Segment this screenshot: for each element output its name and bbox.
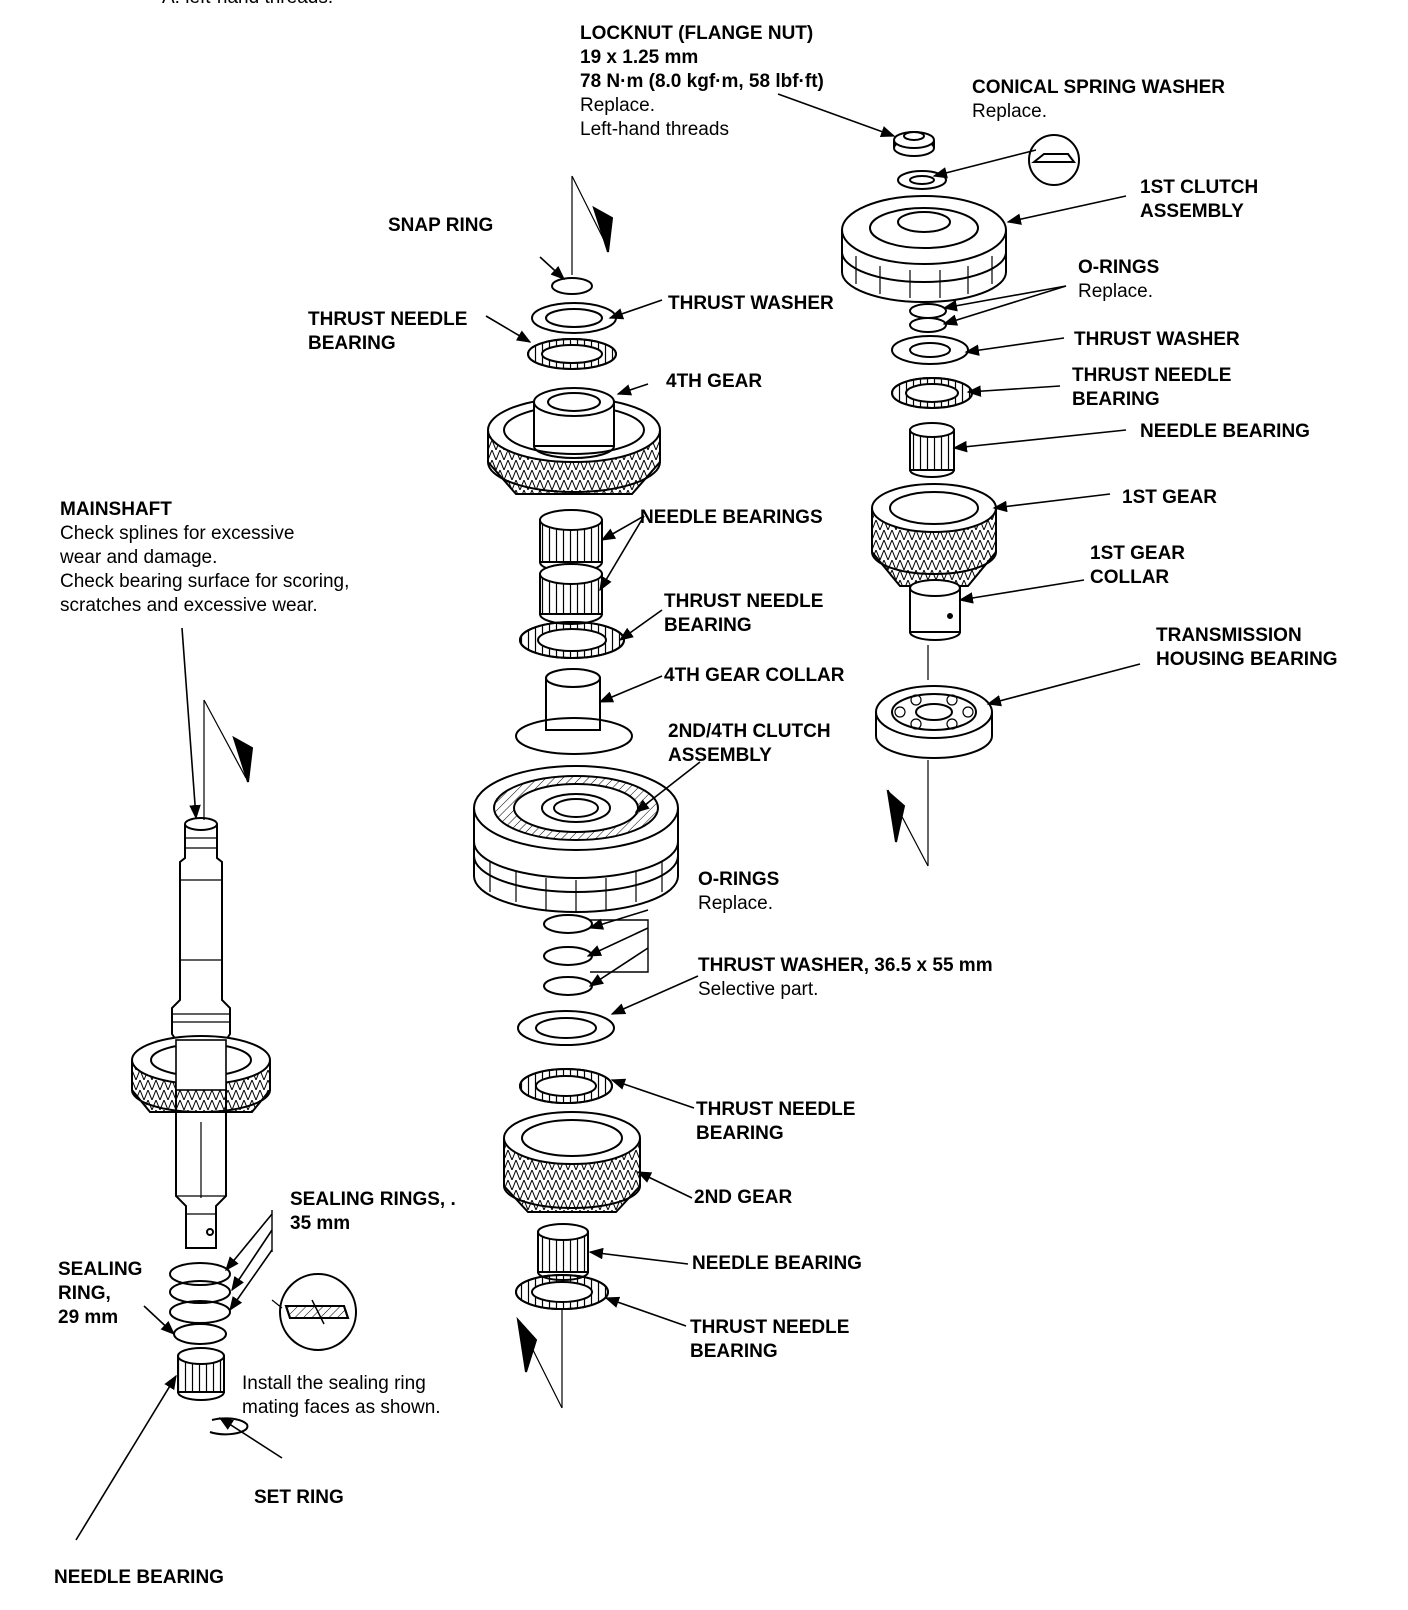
label-thrust-washer-c: THRUST WASHER, 36.5 x 55 mm Selective pa… bbox=[698, 955, 993, 1000]
label-set-ring: SET RING bbox=[254, 1487, 344, 1508]
label-mainshaft: MAINSHAFT Check splines for excessive we… bbox=[60, 499, 350, 616]
thrust-needle-bearing-c-part bbox=[519, 621, 625, 659]
label-fourth-gear: 4TH GEAR bbox=[666, 371, 763, 392]
label-thrust-needle-bearing-b: THRUST NEEDLE BEARING bbox=[1072, 365, 1232, 410]
thrust-needle-bearing-b-part bbox=[891, 377, 973, 409]
needle-bearing-c-part bbox=[177, 1347, 225, 1401]
needle-bearings-part bbox=[539, 509, 603, 625]
top-fragment-text: A: left-hand threads. bbox=[162, 0, 333, 10]
thrust-washer-c-part bbox=[517, 1010, 615, 1046]
label-transmission-housing-bearing: TRANSMISSION HOUSING BEARING bbox=[1156, 625, 1338, 670]
label-thrust-needle-bearing-e: THRUST NEEDLE BEARING bbox=[690, 1317, 850, 1362]
o-rings-b-part bbox=[543, 914, 593, 996]
label-thrust-needle-bearing-c: THRUST NEEDLE BEARING bbox=[664, 591, 824, 636]
label-locknut: LOCKNUT (FLANGE NUT) 19 x 1.25 mm 78 N·m… bbox=[580, 23, 824, 140]
needle-bearing-a-part bbox=[909, 422, 955, 478]
label-needle-bearing-b: NEEDLE BEARING bbox=[692, 1253, 862, 1274]
second-gear-part bbox=[503, 1111, 641, 1213]
mainshaft-part bbox=[131, 817, 271, 1249]
label-thrust-washer-a: THRUST WASHER bbox=[668, 293, 834, 314]
sealing-rings-part bbox=[169, 1262, 231, 1345]
label-thrust-needle-bearing-d: THRUST NEEDLE BEARING bbox=[696, 1099, 856, 1144]
locknut-part bbox=[893, 131, 935, 157]
label-needle-bearings: NEEDLE BEARINGS bbox=[640, 507, 823, 528]
second-fourth-clutch-assembly-part bbox=[473, 765, 679, 913]
label-install-note: Install the sealing ring mating faces as… bbox=[242, 1373, 441, 1418]
thrust-washer-a-part bbox=[531, 302, 617, 334]
transmission-housing-bearing-part bbox=[875, 685, 993, 759]
thrust-needle-bearing-a-part bbox=[527, 338, 617, 370]
thrust-washer-b-part bbox=[891, 335, 969, 365]
leader-lines bbox=[75, 93, 1141, 1541]
label-second-gear: 2ND GEAR bbox=[694, 1187, 793, 1208]
label-fourth-gear-collar: 4TH GEAR COLLAR bbox=[664, 665, 845, 686]
label-conical-spring-washer: CONICAL SPRING WASHER Replace. bbox=[972, 77, 1226, 122]
conical-spring-washer-part bbox=[897, 170, 947, 190]
label-thrust-needle-bearing-a: THRUST NEEDLE BEARING bbox=[308, 309, 468, 354]
first-gear-collar-part bbox=[909, 579, 961, 641]
label-sealing-ring: SEALING RING, 29 mm bbox=[58, 1259, 143, 1328]
fourth-gear-collar-part bbox=[515, 668, 633, 755]
label-needle-bearing-c: NEEDLE BEARING bbox=[54, 1567, 224, 1588]
thrust-needle-bearing-d-part bbox=[519, 1068, 613, 1104]
label-first-gear-collar: 1ST GEAR COLLAR bbox=[1090, 543, 1186, 588]
fourth-gear-part bbox=[487, 387, 661, 495]
o-rings-a-part bbox=[909, 303, 947, 333]
first-clutch-assembly-part bbox=[841, 195, 1007, 303]
snap-ring-part bbox=[551, 277, 593, 295]
label-needle-bearing-a: NEEDLE BEARING bbox=[1140, 421, 1310, 442]
label-second-fourth-clutch-assembly: 2ND/4TH CLUTCH ASSEMBLY bbox=[668, 721, 831, 766]
label-first-clutch-assembly: 1ST CLUTCH ASSEMBLY bbox=[1140, 177, 1259, 222]
label-thrust-washer-b: THRUST WASHER bbox=[1074, 329, 1240, 350]
label-o-rings-a: O-RINGS Replace. bbox=[1078, 257, 1160, 302]
first-gear-part bbox=[871, 483, 997, 587]
sealing-ring-detail bbox=[279, 1273, 357, 1351]
thrust-needle-bearing-e-part bbox=[515, 1274, 609, 1310]
conical-washer-detail bbox=[1028, 134, 1080, 186]
label-first-gear: 1ST GEAR bbox=[1122, 487, 1218, 508]
label-sealing-rings: SEALING RINGS, . 35 mm bbox=[290, 1189, 456, 1234]
needle-bearing-b-part bbox=[537, 1223, 589, 1281]
label-o-rings-b: O-RINGS Replace. bbox=[698, 869, 780, 914]
label-snap-ring: SNAP RING bbox=[388, 215, 494, 236]
